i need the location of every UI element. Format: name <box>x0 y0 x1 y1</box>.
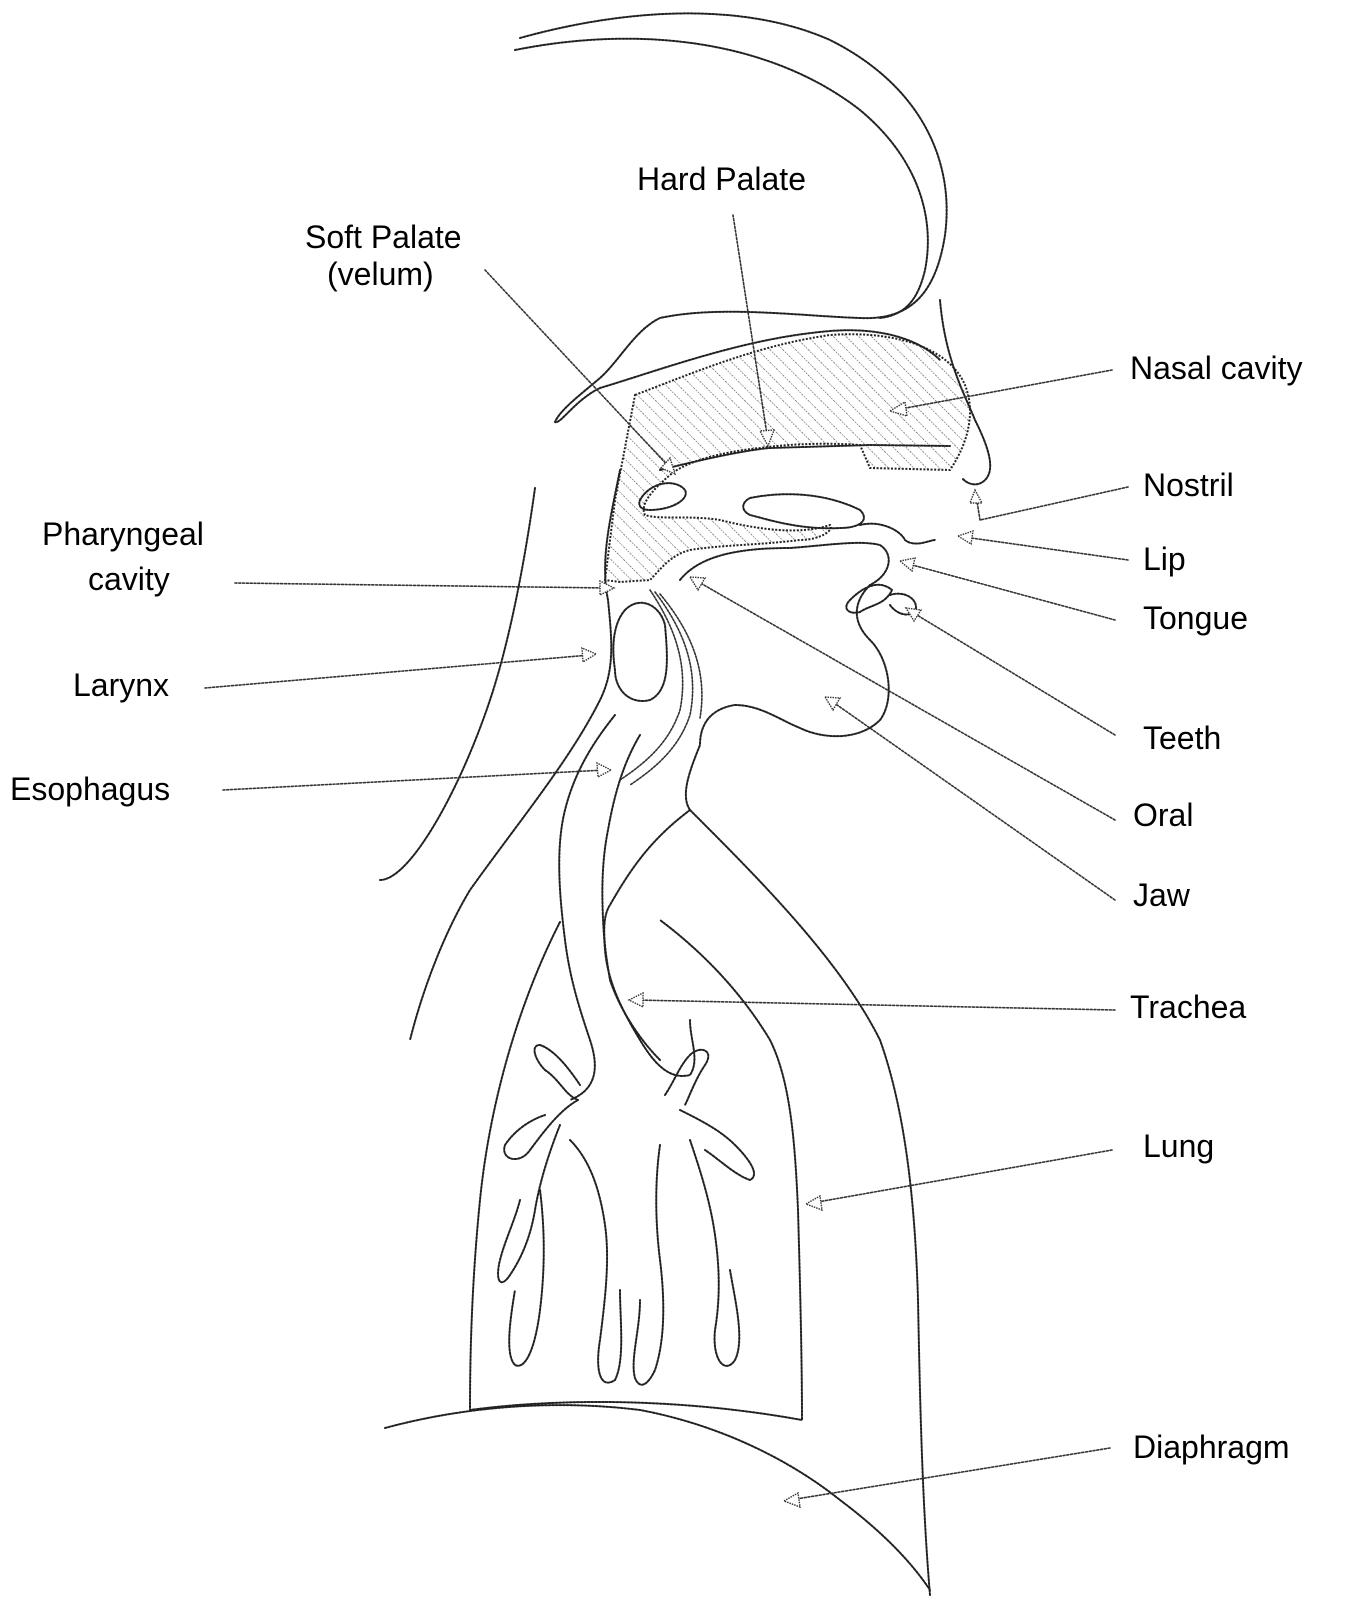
lung-arrowhead <box>806 1196 822 1210</box>
label-lip: Lip <box>1143 541 1186 577</box>
label-tongue: Tongue <box>1143 600 1248 636</box>
larynx-arrowhead <box>582 648 596 662</box>
teeth-outline <box>846 585 892 613</box>
jaw-leader <box>830 700 1115 900</box>
diaphragm-arrowhead <box>784 1493 800 1507</box>
lung-leader <box>812 1150 1112 1203</box>
label-lung: Lung <box>1143 1128 1214 1164</box>
label-pharyngeal-line1: Pharyngeal <box>42 516 204 552</box>
label-pharyngeal-line2: cavity <box>88 561 170 597</box>
lip-leader <box>964 537 1128 560</box>
label-nostril: Nostril <box>1143 467 1234 503</box>
larynx-leader <box>205 655 590 688</box>
esophagus-arrowhead <box>597 763 611 777</box>
esophagus-leader <box>223 770 605 790</box>
diaphragm-leader <box>790 1448 1110 1500</box>
oral-arrowhead <box>690 577 705 590</box>
labels: Hard Palate Soft Palate (velum) Nasal ca… <box>10 161 1303 1465</box>
trachea-left-wall <box>559 715 615 1100</box>
soft-palate-leader <box>485 270 672 470</box>
label-oral: Oral <box>1133 797 1193 833</box>
tongue-leader <box>905 563 1115 620</box>
label-diaphragm: Diaphragm <box>1133 1429 1290 1465</box>
trachea-leader <box>635 1000 1115 1010</box>
label-hard-palate: Hard Palate <box>637 161 806 197</box>
label-jaw: Jaw <box>1133 877 1191 913</box>
bronchi-right <box>634 1050 754 1385</box>
pharyngeal-leader <box>235 583 608 588</box>
label-esophagus: Esophagus <box>10 771 170 807</box>
pharynx-wall <box>410 470 620 1040</box>
diaphragm-curve <box>385 1405 930 1590</box>
jaw-arrowhead <box>825 697 840 710</box>
bronchi-left <box>498 1045 621 1383</box>
label-soft-palate-line1: Soft Palate <box>305 219 462 255</box>
tongue-arrowhead <box>900 558 915 571</box>
label-teeth: Teeth <box>1143 720 1221 756</box>
nostril-arrowhead <box>970 490 982 503</box>
trachea-arrowhead <box>629 993 643 1007</box>
lip-outline <box>860 524 935 544</box>
label-larynx: Larynx <box>73 667 169 703</box>
neck-back <box>380 488 535 880</box>
esophagus-front <box>604 810 690 1060</box>
anatomy-outline <box>380 13 990 1595</box>
larynx-outline <box>613 603 667 701</box>
trachea-right-wall <box>602 735 694 1076</box>
oral-leader <box>695 580 1115 820</box>
label-soft-palate-line2: (velum) <box>327 256 434 292</box>
tongue-outline <box>743 494 864 528</box>
oral-cavity-outline <box>680 543 889 810</box>
label-trachea: Trachea <box>1130 989 1246 1025</box>
teeth-leader <box>912 612 1115 735</box>
label-nasal-cavity: Nasal cavity <box>1130 350 1303 386</box>
lip-arrowhead <box>958 531 973 544</box>
nasal-cavity-region <box>605 334 970 582</box>
nostril-leader <box>980 487 1128 520</box>
